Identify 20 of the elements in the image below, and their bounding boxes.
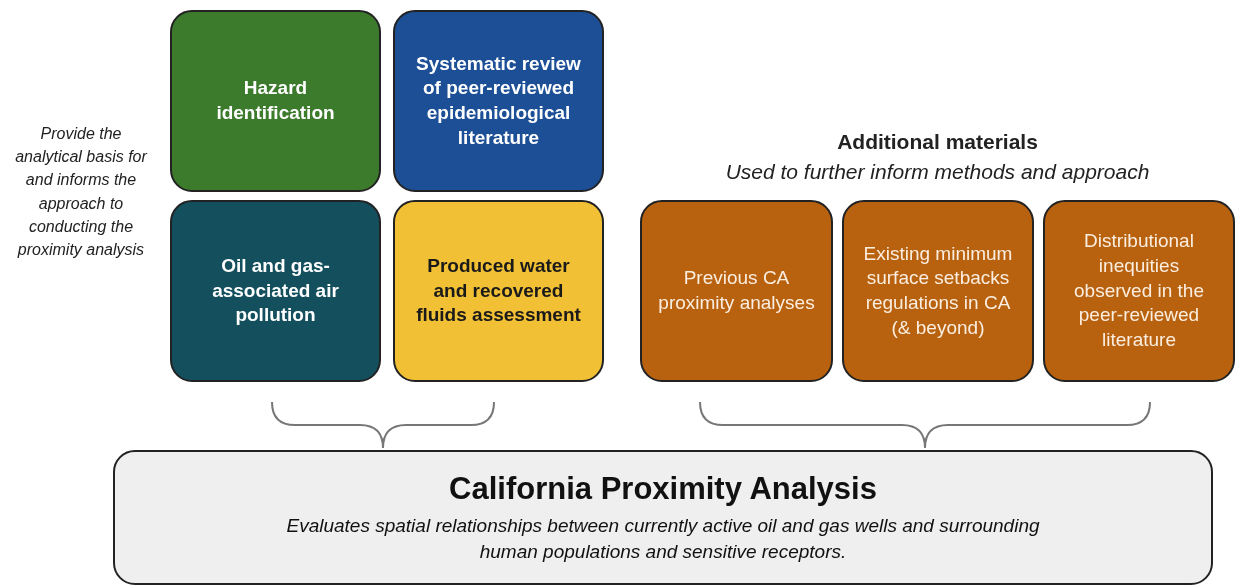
box-label: Previous CA proximity analyses <box>657 266 816 315</box>
box-label: Distributional inequities observed in the peer-reviewed literature <box>1073 229 1205 353</box>
material-box <box>842 200 1034 382</box>
air-pollution-box <box>170 200 381 382</box>
analysis-title: California Proximity Analysis <box>449 470 877 507</box>
box-label: Hazard identification <box>215 76 336 125</box>
hazard-box <box>170 10 381 192</box>
section-heading: Additional materials <box>836 129 1039 155</box>
analysis-description: Evaluates spatial relationships between currently active oil and gas wells and surrounding human populations and sensitive receptors. <box>285 513 1041 564</box>
material-box <box>640 200 833 382</box>
side-note: Provide the analytical basis for and informs the approach to conducting the proximity analysis <box>14 124 149 260</box>
box-label: Existing minimum surface setbacks regulations in CA (& beyond) <box>862 241 1014 340</box>
box-label: Produced water and recovered fluids assessment <box>415 253 582 328</box>
review-box <box>393 10 604 192</box>
box-label: Systematic review of peer-reviewed epidemiological literature <box>415 51 582 150</box>
analysis-box <box>113 450 1213 585</box>
box-label: Oil and gas-associated air pollution <box>211 253 340 328</box>
material-box <box>1043 200 1235 382</box>
produced-water-box <box>393 200 604 382</box>
section-subtitle: Used to further inform methods and approach <box>724 159 1151 185</box>
